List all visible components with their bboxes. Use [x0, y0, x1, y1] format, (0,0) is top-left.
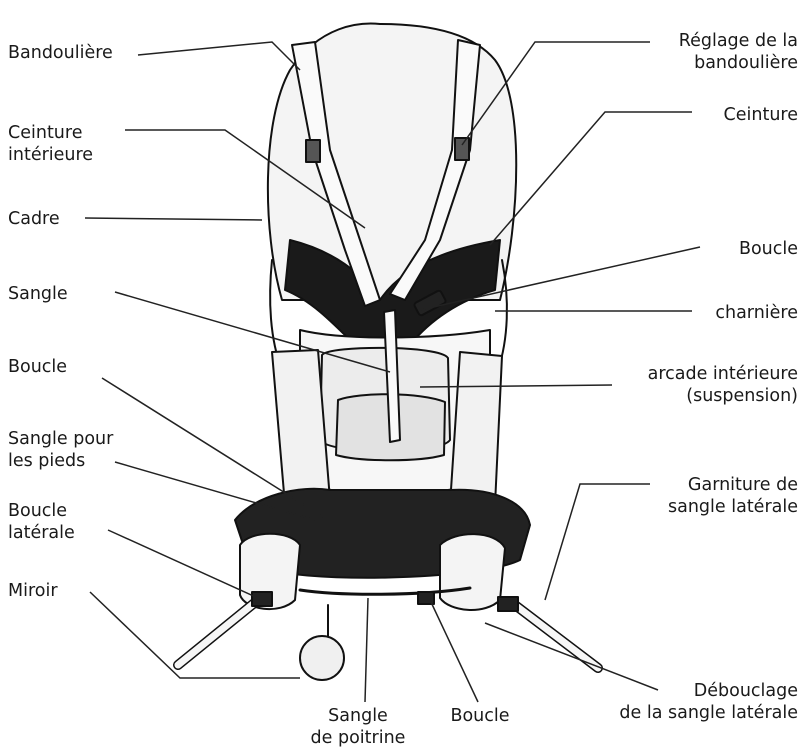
label-text: Débouclage [619, 680, 798, 702]
label-text: sangle latérale [668, 496, 798, 518]
label-reglage-bandouliere: Réglage de la bandoulière [679, 30, 798, 74]
label-text: latérale [8, 522, 75, 544]
label-debouclage: Débouclage de la sangle latérale [619, 680, 798, 724]
label-text: Boucle [8, 500, 75, 522]
label-text: Sangle [8, 283, 68, 305]
mirror [300, 636, 344, 680]
label-text: Sangle pour [8, 428, 113, 450]
label-bandouliere: Bandoulière [8, 42, 113, 64]
label-text: Réglage de la [679, 30, 798, 52]
label-boucle-laterale: Boucle latérale [8, 500, 75, 544]
leader-garniture [545, 484, 650, 600]
label-arcade-interieure: arcade intérieure (suspension) [648, 363, 798, 407]
leader-cadre [85, 218, 262, 220]
label-text: de poitrine [298, 727, 418, 749]
label-text: charnière [715, 302, 798, 324]
right-strap-adjuster [455, 138, 469, 160]
leader-boucle-bottom [430, 600, 478, 702]
leader-sangle-poitrine [365, 598, 368, 702]
label-text: Boucle [430, 705, 530, 727]
label-text: Ceinture [724, 104, 798, 126]
leader-ceinture [490, 112, 692, 245]
leader-boucle-laterale [108, 530, 258, 598]
label-charniere: charnière [715, 302, 798, 324]
label-sangle: Sangle [8, 283, 68, 305]
left-side-strap-inner [178, 600, 258, 665]
label-boucle-right: Boucle [739, 238, 798, 260]
label-sangle-poitrine: Sangle de poitrine [298, 705, 418, 749]
label-text: de la sangle latérale [619, 702, 798, 724]
label-miroir: Miroir [8, 580, 58, 602]
label-text: les pieds [8, 450, 113, 472]
label-cadre: Cadre [8, 208, 60, 230]
right-leg-tube [450, 352, 502, 505]
label-text: bandoulière [679, 52, 798, 74]
label-boucle-left: Boucle [8, 356, 67, 378]
label-text: arcade intérieure [648, 363, 798, 385]
left-strap-adjuster [306, 140, 320, 162]
label-text: (suspension) [648, 385, 798, 407]
label-text: Miroir [8, 580, 58, 602]
label-garniture: Garniture de sangle latérale [668, 474, 798, 518]
label-text: Bandoulière [8, 42, 113, 64]
leader-bandouliere [138, 42, 300, 70]
label-ceinture: Ceinture [724, 104, 798, 126]
label-boucle-bottom: Boucle [430, 705, 530, 727]
label-text: intérieure [8, 144, 93, 166]
right-hip-pad [440, 534, 505, 610]
label-text: Ceinture [8, 122, 93, 144]
left-side-buckle [252, 592, 272, 606]
label-text: Cadre [8, 208, 60, 230]
right-side-strap-inner [515, 605, 598, 668]
right-side-buckle [498, 597, 518, 611]
label-text: Boucle [8, 356, 67, 378]
label-text: Boucle [739, 238, 798, 260]
label-sangle-pieds: Sangle pour les pieds [8, 428, 113, 472]
label-ceinture-interieure: Ceinture intérieure [8, 122, 93, 166]
label-text: Sangle [298, 705, 418, 727]
label-text: Garniture de [668, 474, 798, 496]
